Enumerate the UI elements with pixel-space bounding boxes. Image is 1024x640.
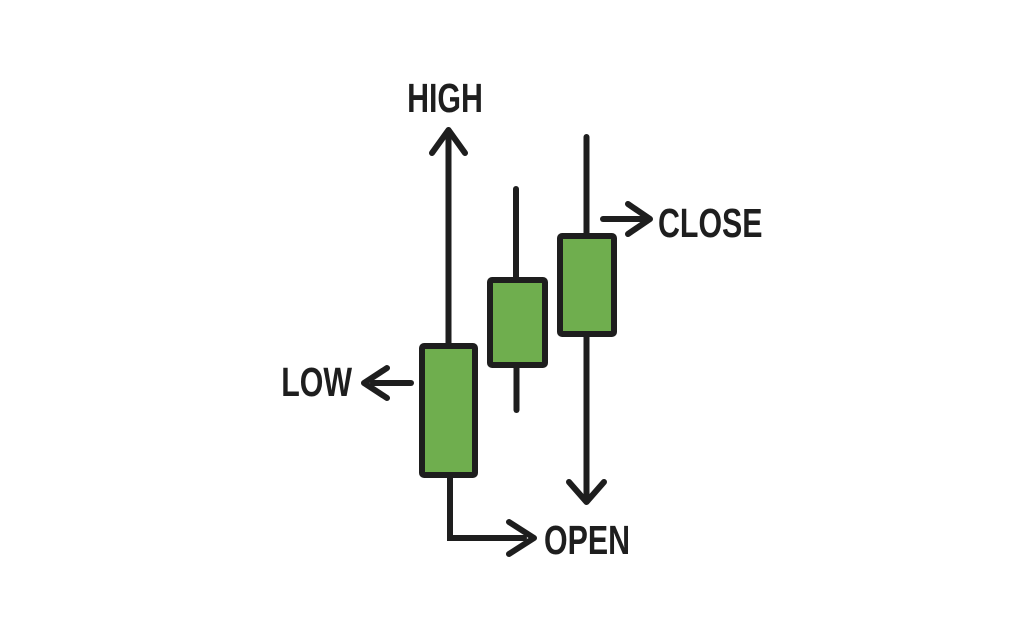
arrow-right-close-icon bbox=[625, 201, 653, 237]
arrow-down-icon bbox=[566, 479, 607, 505]
middle-candle-body bbox=[487, 277, 548, 368]
close-label: CLOSE bbox=[658, 200, 763, 246]
high-label: HIGH bbox=[407, 75, 483, 121]
open-label: OPEN bbox=[544, 517, 630, 563]
right-candle-body bbox=[557, 233, 617, 337]
low-label: LOW bbox=[281, 359, 352, 405]
arrow-left-icon bbox=[361, 365, 390, 401]
open-elbow-shaft bbox=[447, 467, 527, 541]
arrow-right-open-icon bbox=[506, 519, 537, 557]
left-candle-body bbox=[419, 343, 478, 478]
arrow-up-icon bbox=[429, 127, 468, 156]
